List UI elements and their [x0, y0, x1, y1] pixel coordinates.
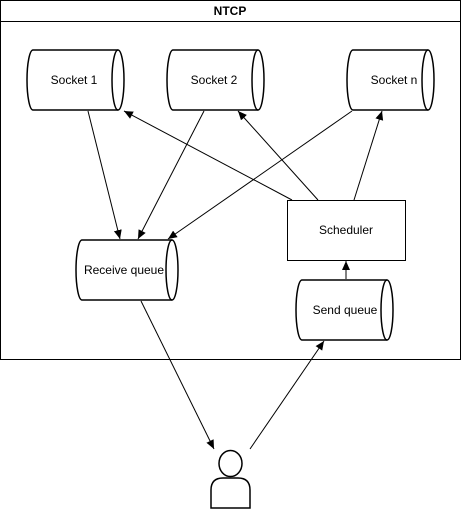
socket-2: Socket 2 — [166, 49, 265, 111]
arrow-socketn-to-receive-queue — [167, 110, 353, 240]
arrow-scheduler-to-socket1 — [123, 110, 293, 201]
receive-queue: Receive queue — [75, 239, 179, 301]
arrow-scheduler-to-socketn — [353, 110, 384, 201]
socket-n-label: Socket n — [371, 73, 418, 87]
scheduler: Scheduler — [287, 200, 406, 261]
user-icon — [210, 449, 251, 509]
socket-1: Socket 1 — [26, 49, 125, 111]
arrow-socket1-to-receive-queue — [87, 110, 122, 240]
socket-1-label: Socket 1 — [51, 73, 98, 87]
receive-queue-label: Receive queue — [84, 263, 164, 277]
socket-2-label: Socket 2 — [191, 73, 238, 87]
arrow-user-to-send-queue — [249, 340, 325, 450]
socket-n: Socket n — [346, 49, 435, 111]
send-queue: Send queue — [295, 279, 394, 341]
container-title: NTCP — [214, 4, 247, 18]
arrow-receive-queue-to-user — [140, 300, 215, 450]
scheduler-label: Scheduler — [319, 223, 373, 237]
arrow-scheduler-to-socket2 — [237, 110, 319, 201]
arrow-socket2-to-receive-queue — [137, 110, 205, 240]
send-queue-label: Send queue — [313, 303, 378, 317]
